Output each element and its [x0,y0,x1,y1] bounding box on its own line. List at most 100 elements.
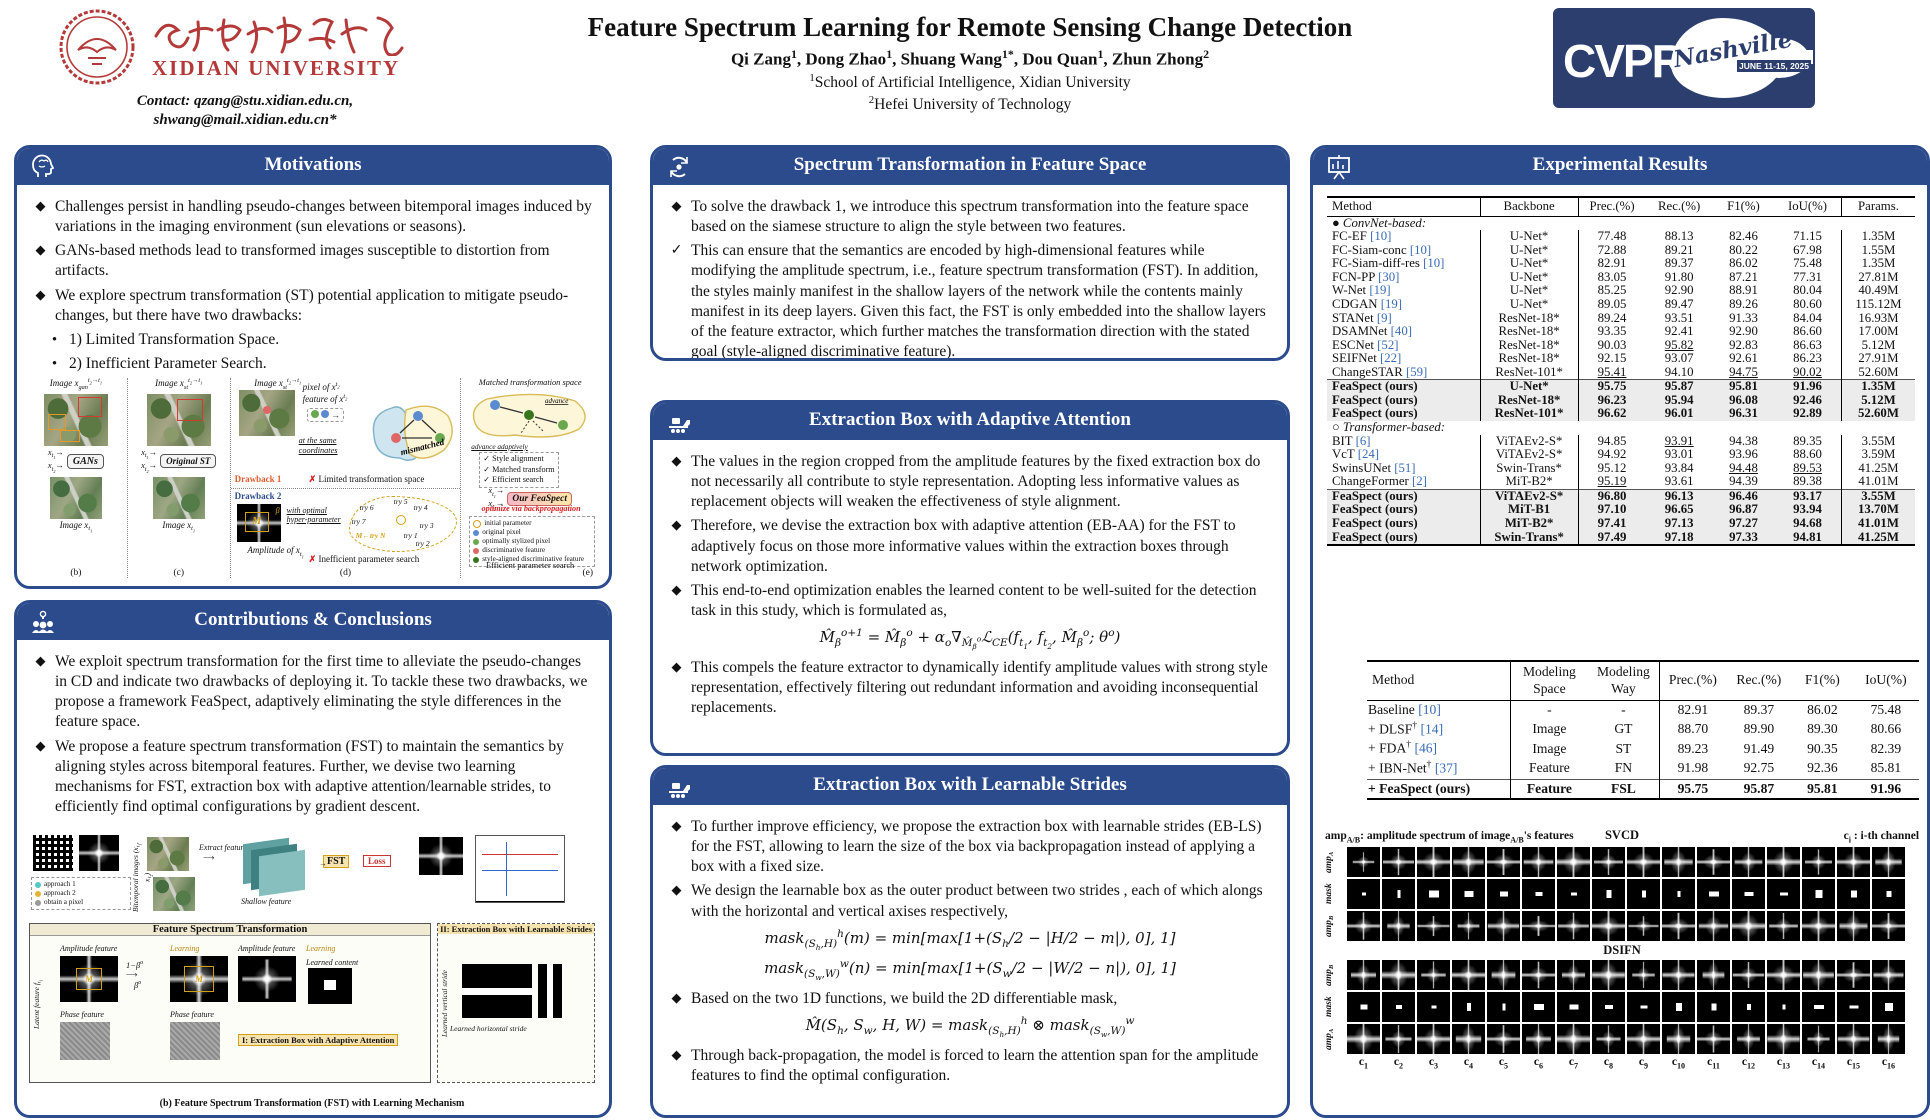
table-cell: 91.96 [1774,379,1842,394]
table-cell: 1.35M [1840,230,1915,244]
table-cell: 93.94 [1793,502,1822,517]
checklist: ✓ Style alignment✓ Matched transform✓ Ef… [479,452,559,488]
table-cell: Swin-Trans* [1479,530,1579,547]
table-cell: 94.48 [1729,460,1758,475]
column-header: Rec.(%) [1725,659,1792,701]
table-cell: 95.75 [1577,379,1646,394]
extraction-box-m: M [76,968,102,990]
matched-space-blob: advance [473,393,586,438]
learned-horizontal-label: Learned horizontal stride [450,1024,527,1033]
legend-dot [473,547,480,554]
amplitude-label: Amplitude of xt1 [247,545,304,560]
mask-cell [1627,992,1660,1023]
mask-cell [1417,992,1450,1023]
amplitude-cell [1732,960,1765,991]
mask-cell [1662,992,1695,1023]
image-label: Image xt1 [162,519,196,534]
mask-cell [1382,879,1415,910]
table-cell: 89.26 [1729,296,1758,311]
table-cell: Image [1510,719,1588,740]
bullet-marker: ◆ [671,581,682,597]
table-cell: 92.36 [1807,760,1838,776]
bullet-item: ◆This compels the feature extractor to d… [669,658,1271,718]
try-label: try 4 [413,503,428,512]
channel-label: c4 [1463,1056,1474,1071]
inefficient-note: ✗ Inefficient parameter search [309,554,420,565]
legend-text: initial parameter [484,519,532,527]
amplitude-cell [1767,847,1800,878]
bullet-item: ◆We exploit spectrum transformation for … [33,652,593,733]
table-cell: 82.46 [1729,229,1758,244]
column-header: Backbone [1479,195,1579,217]
contact-info: Contact: qzang@stu.xidian.edu.cn, shwang… [30,92,460,130]
table-cell: 93.61 [1664,474,1694,489]
table-cell: 80.04 [1793,283,1822,298]
bullet-text: GANs-based methods lead to transformed i… [55,242,550,280]
input-xt2: xt2→ [141,460,158,475]
table-cell: 80.66 [1870,721,1902,737]
mask-cell [1872,879,1905,910]
learned-content-label: Learned content [306,958,359,967]
table-cell: ResNet-18* [1479,393,1579,408]
mask-cell [1697,992,1730,1023]
drawback2-label: Drawback 2 [234,491,282,501]
table-cell: 97.49 [1577,530,1646,547]
amplitude-cell [1592,960,1625,991]
spectra-block-label: SVCD [1604,828,1640,842]
formula: M̂(Sh, Sw, H, W) = mask(Sh,H)h ⊗ mask(Sw… [805,1015,1135,1040]
group-label: ● ConvNet-based: [1332,215,1427,230]
mask-cell [1522,879,1555,910]
table-cell: 95.19 [1577,474,1646,490]
amplitude-cell [1732,911,1765,942]
table-cell: 96.08 [1729,392,1758,407]
table-cell: 86.02 [1729,256,1758,271]
pixel-note: pixel of xt2 [302,381,340,392]
table-cell: 96.01 [1664,406,1694,421]
table-cell: ChangeSTAR [59] [1332,364,1428,379]
latent-feature-label: Latent feature ft1 [32,979,44,1029]
legend-item: discriminative feature [473,546,591,555]
panel-title: Experimental Results [1532,154,1708,175]
amplitude-cell [1837,847,1870,878]
table-cell: 93.51 [1664,310,1694,325]
extract-feature-label: Extract feature [199,843,247,852]
legend-dot [35,881,41,888]
table-cell: 92.61 [1729,351,1758,366]
table-cell: 17.00M [1840,324,1915,339]
amplitude-cell [1837,1024,1870,1055]
amplitude-cell [1697,960,1730,991]
legend-text: discriminative feature [482,546,546,554]
table-cell: U-Net* [1479,270,1579,285]
table-cell: ResNet-101* [1479,407,1579,421]
table-cell: ViTAEv2-S* [1479,488,1579,504]
table-cell: 41.25M [1840,461,1915,476]
citation-ref: [9] [1376,310,1392,325]
beta-label: βo [134,980,142,990]
amplitude-cell [1592,911,1625,942]
table-cell: 91.98 [1659,758,1726,779]
amplitude-image [79,835,119,871]
panel-title: Spectrum Transformation in Feature Space [793,154,1147,175]
channel-label: c9 [1638,1056,1649,1071]
amplitude-cell [1417,1024,1450,1055]
table-cell: CDGAN [19] [1332,296,1403,311]
channel-label: c5 [1498,1056,1509,1071]
citation-ref: [10] [1418,701,1441,717]
figure-col-b: Image xgant2→t1 xt1→ xt2→ GANs Image xt1… [25,378,128,578]
table-cell: ResNet-18* [1479,311,1579,326]
brain-head-icon [29,153,57,181]
table-group-row: ○ Transformer-based: [1327,420,1915,435]
satellite-image [146,393,211,446]
table-cell: 52.60M [1840,407,1915,421]
table-cell: ResNet-18* [1479,352,1579,366]
table-cell: 89.38 [1793,474,1822,489]
mask-cell [1837,879,1870,910]
satellite-image [49,476,102,519]
bullet-marker: ◆ [671,517,682,533]
